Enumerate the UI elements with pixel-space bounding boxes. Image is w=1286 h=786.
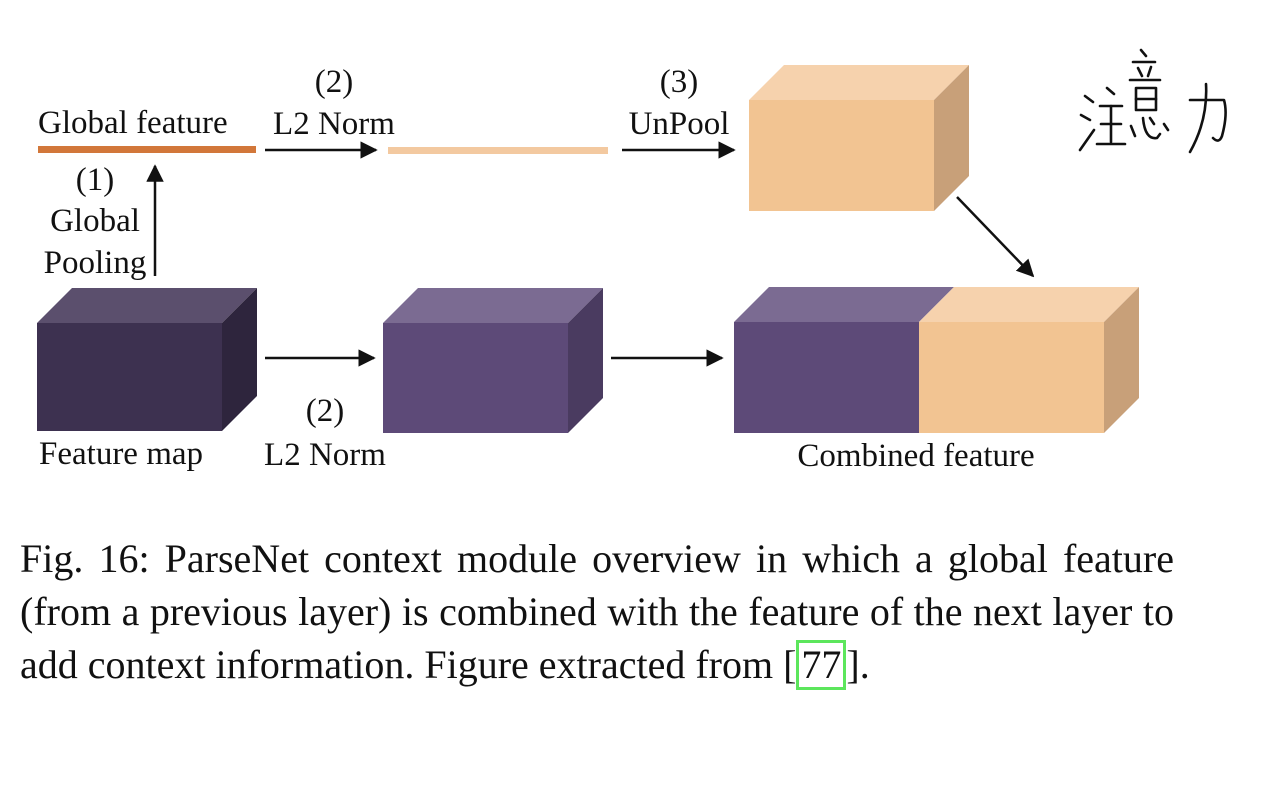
caption-closing: ]. [846,642,870,687]
caption-text: Fig. 16: ParseNet context module overvie… [20,536,1174,687]
step1-label-line1: Global [50,203,140,239]
normalized-global-feature-bar [388,147,608,154]
step3-number: (3) [660,64,698,100]
handwritten-annotation [1078,48,1227,154]
step1-label-line2: Pooling [44,245,147,281]
citation-link[interactable]: 77 [796,640,847,690]
combined-feature-label: Combined feature [797,438,1034,474]
global-feature-label: Global feature [38,105,228,141]
step2-bottom-label: L2 Norm [264,437,386,473]
figure-caption: Fig. 16: ParseNet context module overvie… [20,532,1174,691]
feature-map-cube [37,288,257,431]
normalized-feature-map-cube [383,288,603,433]
step2-bottom-number: (2) [306,393,344,429]
step2-top-number: (2) [315,64,353,100]
step3-label: UnPool [629,106,730,142]
global-feature-bar [38,146,256,153]
unpooled-feature-cube [749,65,969,211]
step2-top-label: L2 Norm [273,106,395,142]
merge-arrow [956,196,1035,278]
feature-map-label: Feature map [39,436,203,472]
combined-feature-cube [734,287,1139,433]
parsenet-diagram: Global feature (2) L2 Norm (3) UnPool (1… [37,48,1227,474]
step1-number: (1) [76,162,114,198]
